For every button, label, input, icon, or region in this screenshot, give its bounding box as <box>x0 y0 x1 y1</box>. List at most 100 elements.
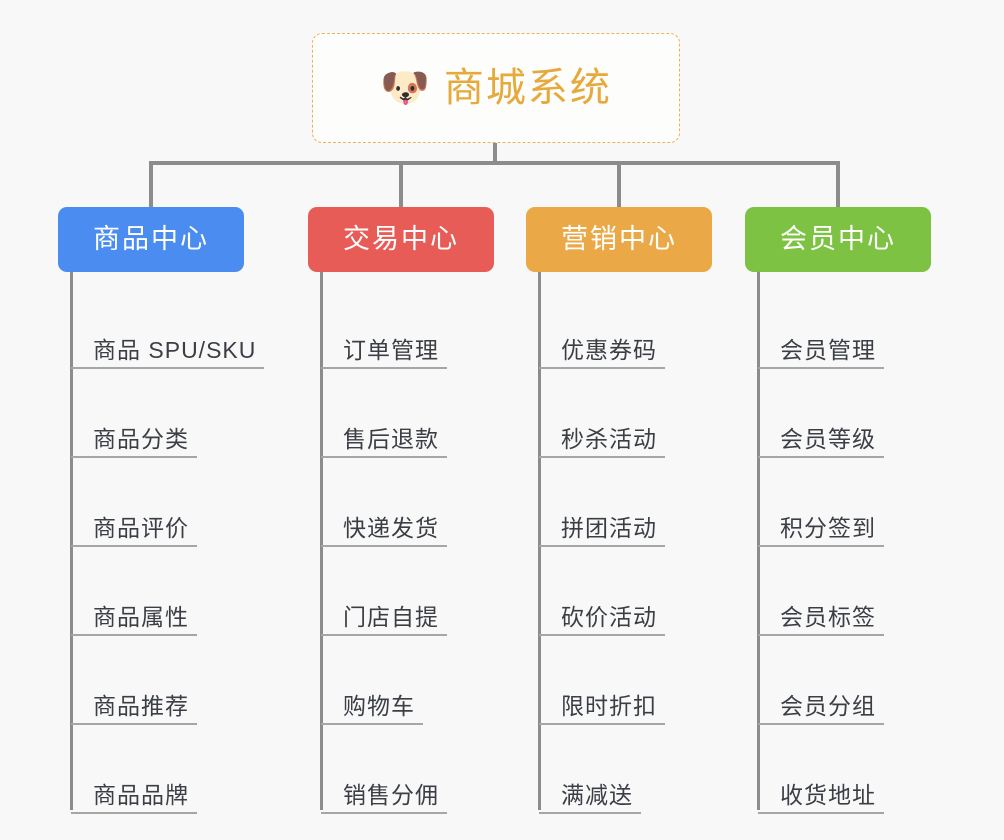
connector-horizontal-bus <box>149 161 840 165</box>
leaf-item[interactable]: 销售分佣 <box>321 725 494 814</box>
connector-drop-4 <box>836 161 840 208</box>
page-title: 商城系统 <box>443 66 612 110</box>
leaf-item-label: 商品推荐 <box>93 692 189 719</box>
leaf-underline: 销售分佣 <box>321 781 447 814</box>
leaf-underline: 商品评价 <box>71 514 197 547</box>
leaf-item-label: 会员等级 <box>780 425 876 452</box>
leaf-underline: 会员标签 <box>758 603 884 636</box>
leaf-item[interactable]: 商品推荐 <box>71 636 244 725</box>
category-label: 商品中心 <box>93 224 209 254</box>
leaf-list-marketing: 优惠券码秒杀活动拼团活动砍价活动限时折扣满减送 <box>526 272 712 814</box>
leaf-item-label: 商品分类 <box>93 425 189 452</box>
leaf-underline: 购物车 <box>321 692 423 725</box>
category-label: 交易中心 <box>343 224 459 254</box>
leaf-underline: 商品品牌 <box>71 781 197 814</box>
leaf-item[interactable]: 积分签到 <box>758 458 931 547</box>
leaf-list-member: 会员管理会员等级积分签到会员标签会员分组收货地址 <box>745 272 931 814</box>
leaf-item-label: 拼团活动 <box>561 514 657 541</box>
leaf-item[interactable]: 门店自提 <box>321 547 494 636</box>
leaf-item[interactable]: 商品 SPU/SKU <box>71 280 265 369</box>
leaf-item[interactable]: 砍价活动 <box>539 547 712 636</box>
connector-root-stem <box>493 143 497 164</box>
category-label: 会员中心 <box>780 224 896 254</box>
leaf-item[interactable]: 商品分类 <box>71 369 244 458</box>
leaf-item[interactable]: 会员标签 <box>758 547 931 636</box>
leaf-item[interactable]: 售后退款 <box>321 369 494 458</box>
leaf-underline: 会员等级 <box>758 425 884 458</box>
connector-trunk <box>538 272 541 810</box>
leaf-item[interactable]: 快递发货 <box>321 458 494 547</box>
leaf-underline: 砍价活动 <box>539 603 665 636</box>
leaf-underline: 积分签到 <box>758 514 884 547</box>
leaf-item[interactable]: 商品品牌 <box>71 725 244 814</box>
leaf-list-product: 商品 SPU/SKU 商品分类商品评价商品属性商品推荐商品品牌 <box>58 272 265 814</box>
leaf-item-label: 优惠券码 <box>561 336 657 363</box>
leaf-item[interactable]: 会员等级 <box>758 369 931 458</box>
category-box-trade[interactable]: 交易中心 <box>308 207 494 272</box>
connector-trunk <box>320 272 323 810</box>
leaf-item-label: 会员分组 <box>780 692 876 719</box>
shiba-inu-dog-face-emoji: 🐶 <box>380 66 430 110</box>
leaf-underline: 商品 SPU/SKU <box>71 336 265 369</box>
leaf-item[interactable]: 秒杀活动 <box>539 369 712 458</box>
leaf-underline: 商品推荐 <box>71 692 197 725</box>
leaf-item[interactable]: 拼团活动 <box>539 458 712 547</box>
leaf-item[interactable]: 商品属性 <box>71 547 244 636</box>
leaf-underline: 会员分组 <box>758 692 884 725</box>
leaf-item-label: 售后退款 <box>343 425 439 452</box>
leaf-item-label: 商品属性 <box>93 603 189 630</box>
category-label: 营销中心 <box>561 224 677 254</box>
leaf-underline: 满减送 <box>539 781 641 814</box>
leaf-item[interactable]: 会员管理 <box>758 280 931 369</box>
leaf-item-label: 收货地址 <box>780 781 876 808</box>
leaf-item[interactable]: 限时折扣 <box>539 636 712 725</box>
leaf-item-label: 销售分佣 <box>343 781 439 808</box>
leaf-item[interactable]: 会员分组 <box>758 636 931 725</box>
leaf-item[interactable]: 订单管理 <box>321 280 494 369</box>
leaf-item-label: 积分签到 <box>780 514 876 541</box>
leaf-underline: 门店自提 <box>321 603 447 636</box>
leaf-underline: 收货地址 <box>758 781 884 814</box>
leaf-item-label: 限时折扣 <box>561 692 657 719</box>
leaf-item[interactable]: 购物车 <box>321 636 494 725</box>
leaf-item-label: 满减送 <box>561 781 633 808</box>
leaf-list-trade: 订单管理售后退款快递发货门店自提购物车销售分佣 <box>308 272 494 814</box>
category-column-trade: 交易中心订单管理售后退款快递发货门店自提购物车销售分佣 <box>308 207 494 814</box>
leaf-underline: 会员管理 <box>758 336 884 369</box>
leaf-item-label: 商品评价 <box>93 514 189 541</box>
root-node[interactable]: 🐶 商城系统 <box>312 33 680 143</box>
leaf-underline: 拼团活动 <box>539 514 665 547</box>
leaf-item-label: 门店自提 <box>343 603 439 630</box>
connector-drop-2 <box>399 161 403 208</box>
leaf-item[interactable]: 优惠券码 <box>539 280 712 369</box>
category-box-member[interactable]: 会员中心 <box>745 207 931 272</box>
leaf-item-label: 商品 SPU/SKU <box>93 336 257 363</box>
leaf-item-label: 秒杀活动 <box>561 425 657 452</box>
connector-drop-3 <box>617 161 621 208</box>
leaf-item-label: 购物车 <box>343 692 415 719</box>
leaf-underline: 商品分类 <box>71 425 197 458</box>
leaf-underline: 商品属性 <box>71 603 197 636</box>
leaf-item[interactable]: 商品评价 <box>71 458 244 547</box>
leaf-item-label: 会员管理 <box>780 336 876 363</box>
leaf-item-label: 会员标签 <box>780 603 876 630</box>
leaf-item-label: 订单管理 <box>343 336 439 363</box>
leaf-underline: 秒杀活动 <box>539 425 665 458</box>
category-column-product: 商品中心商品 SPU/SKU 商品分类商品评价商品属性商品推荐商品品牌 <box>58 207 265 814</box>
leaf-item-label: 商品品牌 <box>93 781 189 808</box>
leaf-underline: 限时折扣 <box>539 692 665 725</box>
connector-trunk <box>757 272 760 810</box>
leaf-item-label: 砍价活动 <box>561 603 657 630</box>
connector-drop-1 <box>149 161 153 208</box>
leaf-underline: 订单管理 <box>321 336 447 369</box>
category-box-product[interactable]: 商品中心 <box>58 207 244 272</box>
leaf-underline: 售后退款 <box>321 425 447 458</box>
leaf-underline: 优惠券码 <box>539 336 665 369</box>
leaf-item[interactable]: 满减送 <box>539 725 712 814</box>
category-box-marketing[interactable]: 营销中心 <box>526 207 712 272</box>
category-column-member: 会员中心会员管理会员等级积分签到会员标签会员分组收货地址 <box>745 207 931 814</box>
leaf-item-label: 快递发货 <box>343 514 439 541</box>
leaf-item[interactable]: 收货地址 <box>758 725 931 814</box>
leaf-underline: 快递发货 <box>321 514 447 547</box>
